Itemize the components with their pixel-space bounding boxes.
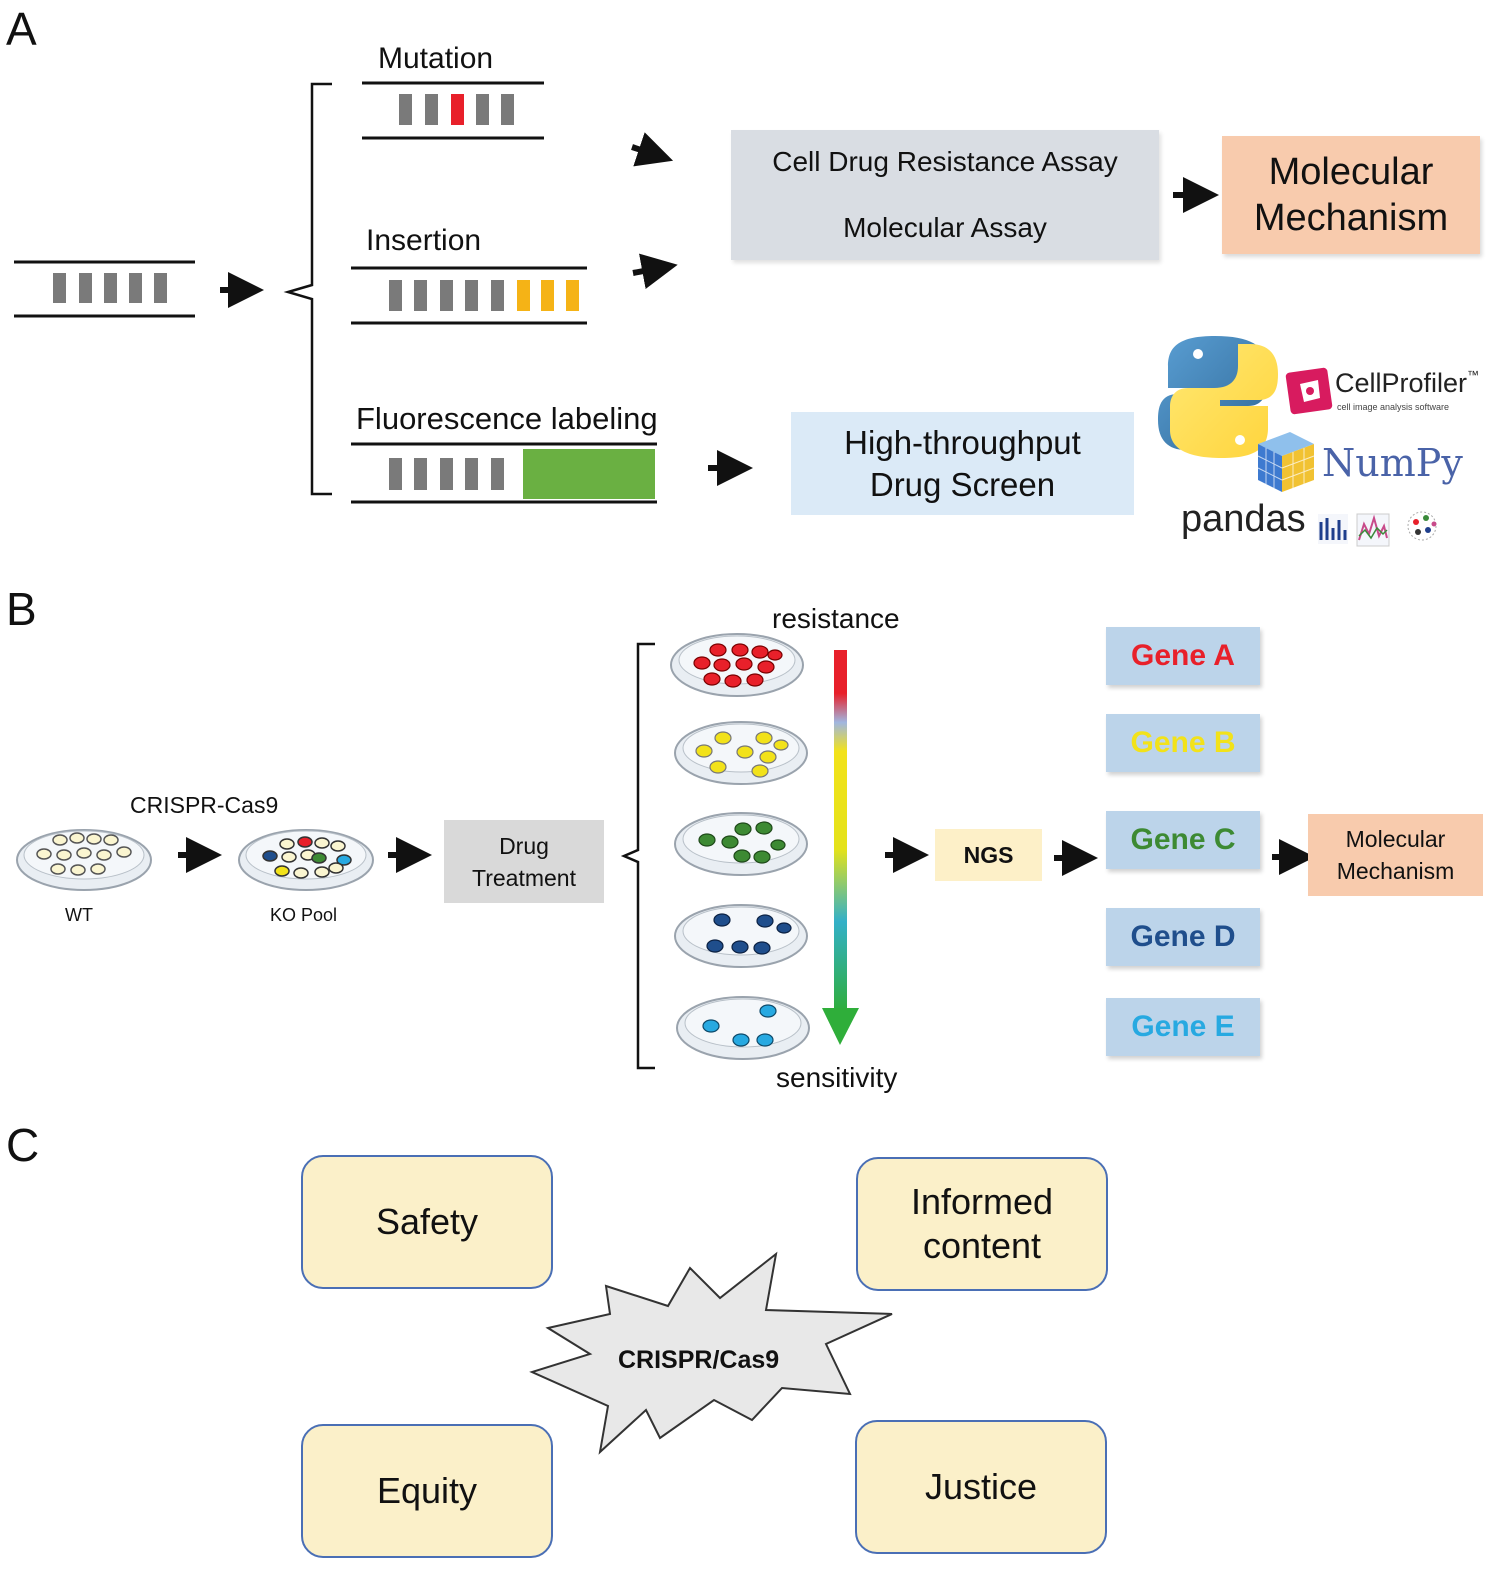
mutation-label: Mutation — [378, 42, 494, 75]
crispr-starburst — [529, 1251, 893, 1455]
gene-b-box: Gene B — [1106, 714, 1260, 772]
assay-line-2: Molecular Assay — [843, 212, 1047, 243]
mutation-strand — [362, 81, 544, 140]
dish-blue — [674, 904, 808, 968]
gene-e-box: Gene E — [1106, 998, 1260, 1056]
safety-label: Safety — [375, 1201, 479, 1242]
dish-bracket — [620, 642, 655, 1070]
gene-e-label: Gene E — [1131, 1010, 1235, 1043]
mechanism-a-line-1: Molecular — [1268, 151, 1434, 193]
resistance-label: resistance — [772, 603, 900, 634]
dish-green — [674, 812, 808, 876]
justice-label: Justice — [924, 1466, 1038, 1507]
resistance-gradient-arrow — [822, 650, 859, 1045]
mechanism-b-line-2: Mechanism — [1336, 858, 1455, 884]
cellprofiler-icon — [1285, 367, 1333, 415]
fluorescence-strand — [351, 442, 657, 504]
molecular-mechanism-box-a: Molecular Mechanism — [1222, 136, 1480, 254]
screen-line-1: High-throughput — [844, 423, 1081, 461]
cellprofiler-name: CellProfiler — [1335, 368, 1468, 398]
gene-a-box: Gene A — [1106, 627, 1260, 685]
equity-label: Equity — [376, 1470, 478, 1511]
wt-label: WT — [65, 905, 93, 925]
drug-line-1: Drug — [499, 832, 549, 859]
fluorescence-labeling-label: Fluorescence labeling — [356, 401, 658, 436]
crispr-center-label: CRISPR/Cas9 — [618, 1346, 780, 1374]
gene-c-label: Gene C — [1130, 823, 1236, 856]
gene-a-label: Gene A — [1131, 639, 1235, 672]
gene-c-box: Gene C — [1106, 811, 1260, 869]
edit-bracket — [283, 82, 332, 496]
screen-line-2: Drug Screen — [869, 465, 1056, 503]
python-logo-icon — [1158, 336, 1278, 458]
ko-pool-label: KO Pool — [270, 905, 338, 925]
wt-dish — [16, 829, 152, 891]
mechanism-b-line-1: Molecular — [1345, 826, 1446, 852]
drug-treatment-box: Drug Treatment — [444, 820, 604, 903]
insertion-label: Insertion — [366, 224, 482, 257]
dish-red — [670, 633, 804, 697]
gene-d-box: Gene D — [1106, 908, 1260, 966]
gene-b-label: Gene B — [1130, 726, 1236, 759]
safety-box: Safety — [301, 1155, 553, 1289]
drug-screen-box: High-throughput Drug Screen — [791, 412, 1134, 515]
drug-line-2: Treatment — [472, 864, 576, 891]
informed-line-1: Informed — [910, 1181, 1054, 1222]
insertion-strand — [351, 266, 587, 325]
cellprofiler-tm: ™ — [1467, 368, 1480, 382]
equity-box: Equity — [301, 1424, 553, 1558]
pandas-thumbnail-icons — [1318, 511, 1437, 547]
pandas-logo-text: pandas — [1181, 498, 1306, 540]
panel-label-c: C — [6, 1119, 40, 1171]
original-dna-strand — [14, 260, 195, 318]
ko-pool-dish — [238, 829, 374, 891]
panel-label-b: B — [6, 583, 37, 635]
molecular-mechanism-box-b: Molecular Mechanism — [1308, 814, 1483, 896]
sensitivity-label: sensitivity — [776, 1062, 898, 1093]
informed-content-box: Informed content — [856, 1157, 1108, 1291]
dish-yellow — [674, 721, 808, 785]
ngs-box: NGS — [935, 829, 1042, 881]
justice-box: Justice — [855, 1420, 1107, 1554]
informed-line-2: content — [922, 1225, 1042, 1266]
mechanism-a-line-2: Mechanism — [1253, 197, 1449, 239]
assay-box: Cell Drug Resistance Assay Molecular Ass… — [731, 130, 1159, 260]
panel-label-a: A — [6, 3, 37, 55]
cellprofiler-subtitle: cell image analysis software — [1337, 402, 1450, 412]
gene-d-label: Gene D — [1130, 920, 1236, 953]
assay-line-1: Cell Drug Resistance Assay — [772, 146, 1118, 177]
arrow-insertion-to-assay — [632, 253, 678, 289]
cellprofiler-logo-text: CellProfiler™ — [1335, 368, 1479, 399]
arrow-mutation-to-assay — [631, 132, 674, 167]
dish-light-blue — [676, 996, 810, 1060]
crispr-cas9-label: CRISPR-Cas9 — [130, 792, 279, 818]
numpy-cube-icon — [1257, 432, 1315, 492]
numpy-logo-text: NumPy — [1322, 441, 1463, 485]
